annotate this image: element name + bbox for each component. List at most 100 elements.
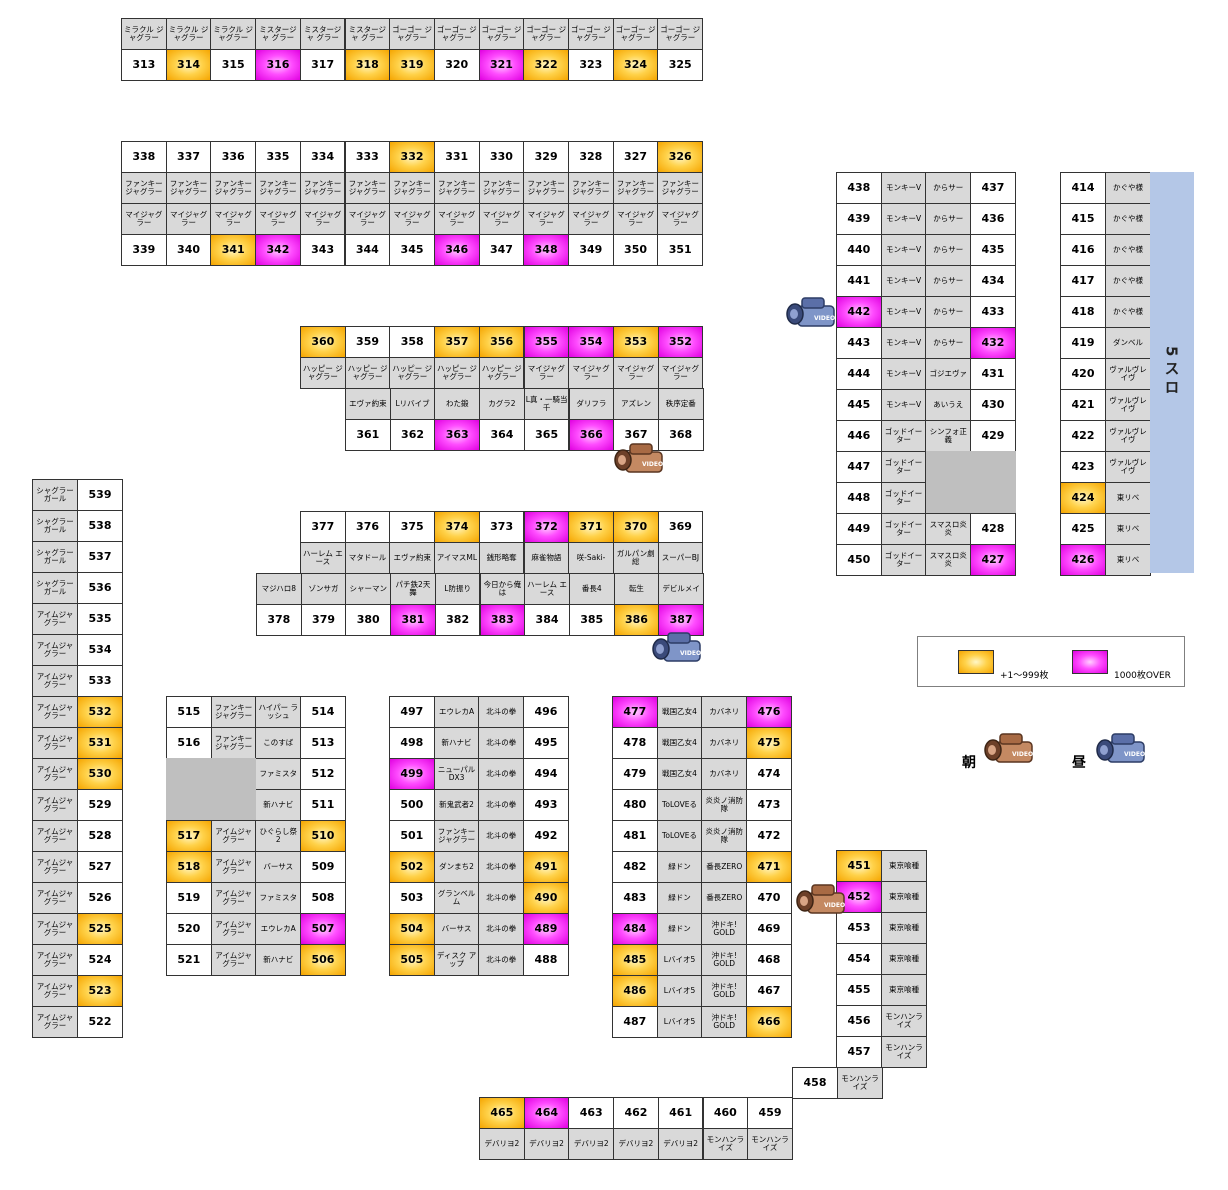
machine-number[interactable]: 515 — [166, 696, 212, 728]
machine-number[interactable]: 516 — [166, 727, 212, 759]
machine-number[interactable]: 458 — [792, 1067, 838, 1099]
machine-number[interactable]: 462 — [613, 1097, 659, 1129]
machine-number[interactable]: 507 — [300, 913, 346, 945]
machine-number[interactable]: 469 — [746, 913, 792, 945]
machine-number[interactable]: 533 — [77, 665, 123, 697]
machine-number[interactable]: 493 — [523, 789, 569, 821]
machine-number[interactable]: 447 — [836, 451, 882, 483]
machine-number[interactable]: 317 — [299, 49, 346, 81]
machine-number[interactable]: 485 — [612, 944, 658, 976]
machine-number[interactable]: 331 — [433, 141, 480, 173]
machine-number[interactable]: 417 — [1060, 265, 1106, 297]
machine-number[interactable]: 487 — [612, 1006, 658, 1038]
machine-number[interactable]: 325 — [657, 49, 704, 81]
machine-number[interactable]: 425 — [1060, 513, 1106, 545]
machine-number[interactable]: 322 — [523, 49, 569, 81]
machine-number[interactable]: 531 — [77, 727, 123, 759]
machine-number[interactable]: 437 — [970, 172, 1016, 204]
machine-number[interactable]: 324 — [612, 49, 659, 81]
machine-number[interactable]: 433 — [970, 296, 1016, 328]
machine-number[interactable]: 369 — [657, 511, 704, 543]
machine-number[interactable]: 495 — [523, 727, 569, 759]
machine-number[interactable]: 314 — [165, 49, 212, 81]
machine-number[interactable]: 346 — [433, 234, 480, 266]
machine-number[interactable]: 449 — [836, 513, 882, 545]
machine-number[interactable]: 365 — [523, 419, 570, 451]
machine-number[interactable]: 539 — [77, 479, 123, 511]
machine-number[interactable]: 426 — [1060, 544, 1106, 576]
machine-number[interactable]: 368 — [657, 419, 704, 451]
machine-number[interactable]: 384 — [524, 604, 570, 636]
machine-number[interactable]: 536 — [77, 572, 123, 604]
machine-number[interactable]: 439 — [836, 203, 882, 235]
machine-number[interactable]: 383 — [479, 604, 526, 636]
machine-number[interactable]: 496 — [523, 696, 569, 728]
machine-number[interactable]: 321 — [478, 49, 525, 81]
machine-number[interactable]: 428 — [970, 513, 1016, 545]
machine-number[interactable]: 338 — [121, 141, 167, 173]
machine-number[interactable]: 316 — [255, 49, 301, 81]
machine-number[interactable]: 353 — [612, 326, 659, 358]
machine-number[interactable]: 436 — [970, 203, 1016, 235]
machine-number[interactable]: 476 — [746, 696, 792, 728]
machine-number[interactable]: 453 — [836, 912, 882, 944]
machine-number[interactable]: 518 — [166, 851, 212, 883]
machine-number[interactable]: 372 — [523, 511, 570, 543]
machine-number[interactable]: 418 — [1060, 296, 1106, 328]
machine-number[interactable]: 490 — [523, 882, 569, 914]
machine-number[interactable]: 519 — [166, 882, 212, 914]
machine-number[interactable]: 475 — [746, 727, 792, 759]
machine-number[interactable]: 416 — [1060, 234, 1106, 266]
machine-number[interactable]: 360 — [300, 326, 346, 358]
machine-number[interactable]: 506 — [300, 944, 346, 976]
machine-number[interactable]: 503 — [389, 882, 435, 914]
machine-number[interactable]: 362 — [389, 419, 436, 451]
machine-number[interactable]: 438 — [836, 172, 882, 204]
machine-number[interactable]: 535 — [77, 603, 123, 635]
machine-number[interactable]: 527 — [77, 851, 123, 883]
machine-number[interactable]: 446 — [836, 420, 882, 452]
machine-number[interactable]: 521 — [166, 944, 212, 976]
machine-number[interactable]: 432 — [970, 327, 1016, 359]
machine-number[interactable]: 332 — [389, 141, 435, 173]
machine-number[interactable]: 513 — [300, 727, 346, 759]
machine-number[interactable]: 525 — [77, 913, 123, 945]
machine-number[interactable]: 431 — [970, 358, 1016, 390]
machine-number[interactable]: 330 — [478, 141, 525, 173]
machine-number[interactable]: 451 — [836, 850, 882, 882]
machine-number[interactable]: 363 — [434, 419, 481, 451]
machine-number[interactable]: 352 — [657, 326, 704, 358]
machine-number[interactable]: 357 — [434, 326, 480, 358]
machine-number[interactable]: 327 — [612, 141, 659, 173]
machine-number[interactable]: 460 — [702, 1097, 749, 1129]
machine-number[interactable]: 345 — [389, 234, 435, 266]
machine-number[interactable]: 486 — [612, 975, 658, 1007]
machine-number[interactable]: 501 — [389, 820, 435, 852]
machine-number[interactable]: 440 — [836, 234, 882, 266]
machine-number[interactable]: 420 — [1060, 358, 1106, 390]
machine-number[interactable]: 414 — [1060, 172, 1106, 204]
machine-number[interactable]: 522 — [77, 1006, 123, 1038]
machine-number[interactable]: 349 — [568, 234, 614, 266]
machine-number[interactable]: 478 — [612, 727, 658, 759]
machine-number[interactable]: 342 — [255, 234, 301, 266]
machine-number[interactable]: 419 — [1060, 327, 1106, 359]
machine-number[interactable]: 470 — [746, 882, 792, 914]
machine-number[interactable]: 514 — [300, 696, 346, 728]
machine-number[interactable]: 313 — [121, 49, 167, 81]
machine-number[interactable]: 465 — [479, 1097, 525, 1129]
machine-number[interactable]: 491 — [523, 851, 569, 883]
machine-number[interactable]: 359 — [344, 326, 391, 358]
machine-number[interactable]: 351 — [657, 234, 704, 266]
machine-number[interactable]: 489 — [523, 913, 569, 945]
machine-number[interactable]: 511 — [300, 789, 346, 821]
machine-number[interactable]: 348 — [523, 234, 569, 266]
machine-number[interactable]: 370 — [612, 511, 659, 543]
machine-number[interactable]: 339 — [121, 234, 167, 266]
machine-number[interactable]: 318 — [344, 49, 391, 81]
machine-number[interactable]: 378 — [256, 604, 302, 636]
machine-number[interactable]: 333 — [344, 141, 391, 173]
machine-number[interactable]: 364 — [479, 419, 525, 451]
machine-number[interactable]: 381 — [390, 604, 436, 636]
machine-number[interactable]: 505 — [389, 944, 435, 976]
